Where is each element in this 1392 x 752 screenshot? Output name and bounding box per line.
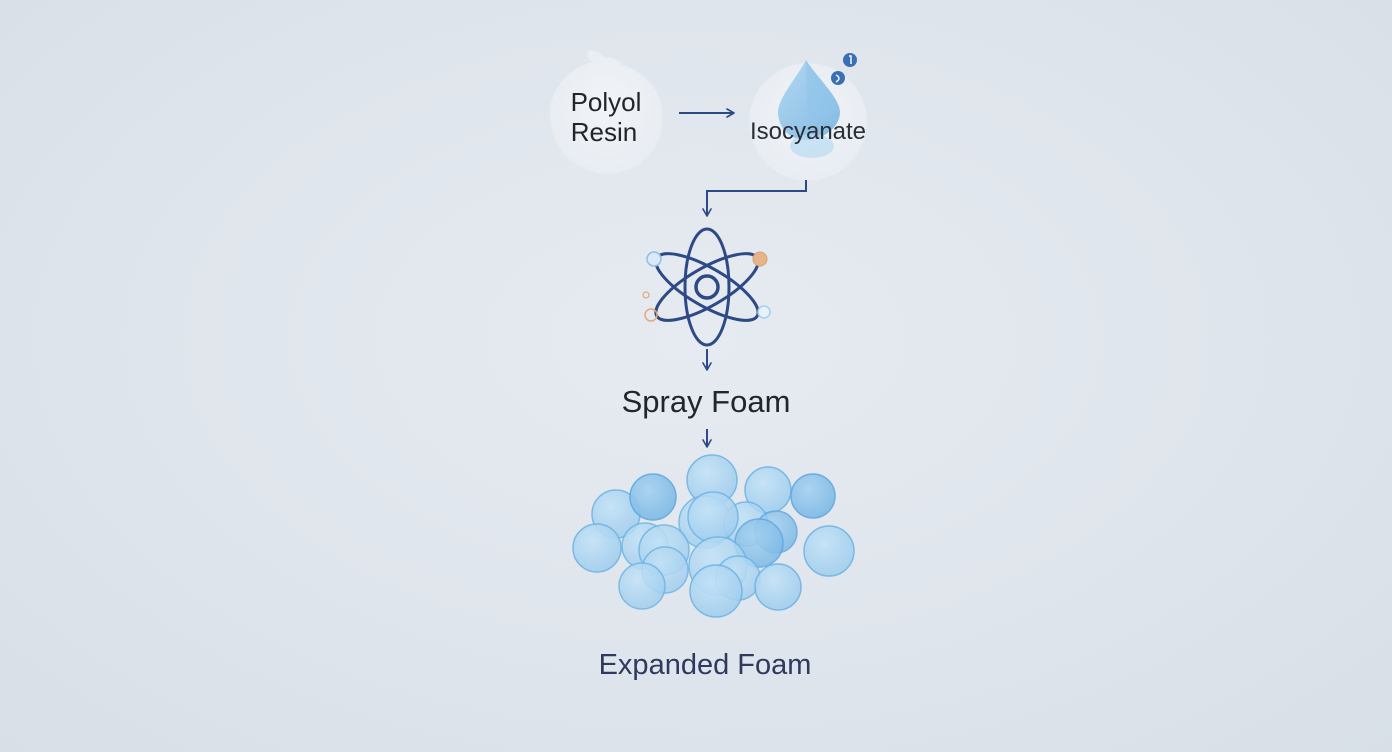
expanded-foam-label: Expanded Foam — [599, 649, 812, 681]
spray-foam-label: Spray Foam — [622, 384, 791, 419]
polyol-resin-node: Polyol Resin — [549, 49, 664, 175]
flame-circle-icon — [549, 49, 664, 175]
small-bubbles-icon — [831, 53, 857, 85]
isocyanate-label: Isocyanate — [750, 118, 866, 145]
bubble-cluster-icon — [572, 454, 855, 618]
isocyanate-node: Isocyanate — [748, 53, 868, 182]
reaction-node — [642, 227, 771, 347]
polyol-label-line2: Resin — [571, 117, 637, 147]
droplet-icon — [778, 60, 840, 158]
arrow-isocyanate-to-reaction — [702, 180, 807, 217]
polyol-label-line1: Polyol — [571, 87, 642, 117]
atom-icon — [642, 227, 771, 347]
